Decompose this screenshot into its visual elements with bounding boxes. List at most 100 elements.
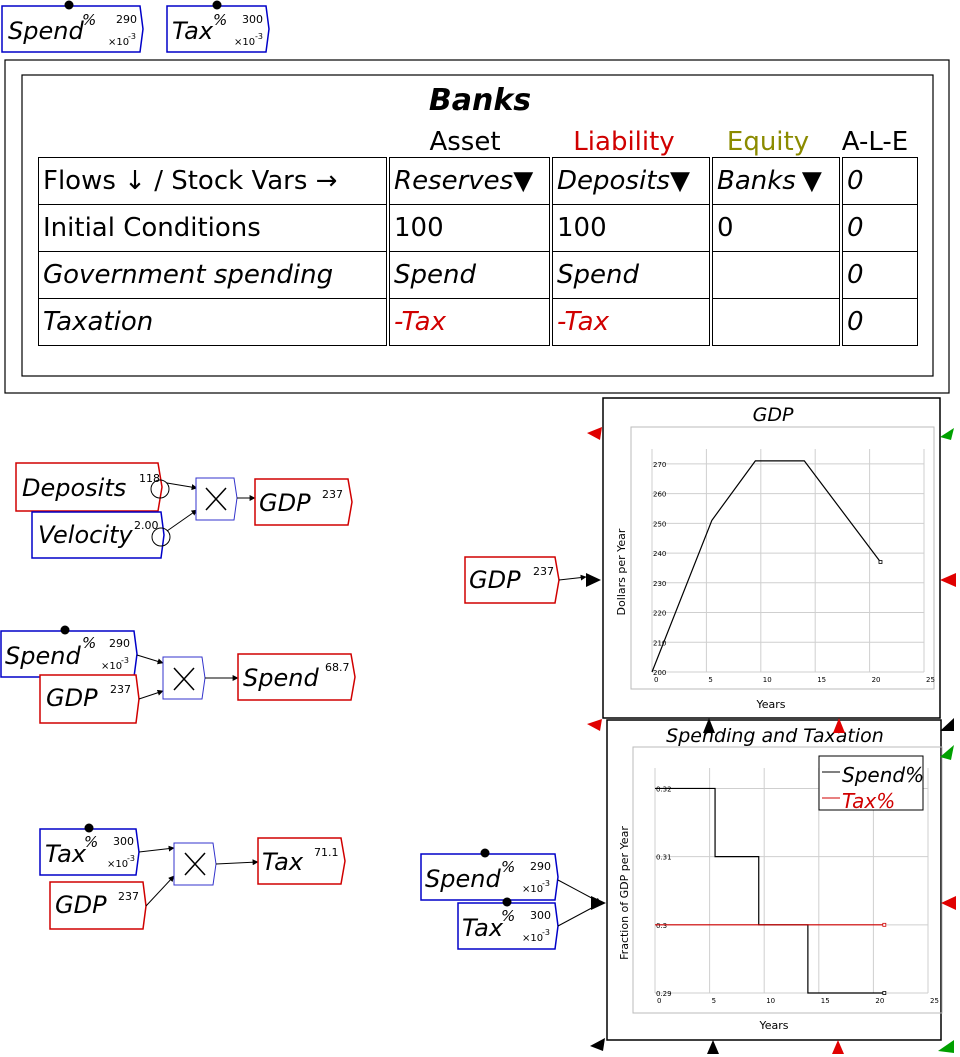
tax-result-value: 71.1 bbox=[314, 846, 339, 859]
y-tick-label: 0.3 bbox=[656, 922, 667, 930]
tax-pct-sup: % bbox=[84, 833, 98, 851]
tax-pct-var[interactable] bbox=[39, 828, 140, 876]
deposits-var[interactable] bbox=[15, 462, 163, 512]
godley-col-deposits-label: Deposits bbox=[557, 166, 670, 196]
godley-col-banks-label: Banks bbox=[717, 166, 796, 196]
spend-result-var[interactable] bbox=[237, 653, 356, 701]
top-spend-sup: % bbox=[82, 11, 96, 29]
godley-row: Government spending Spend Spend 0 bbox=[38, 251, 918, 299]
godley-col-banks[interactable]: Banks▼ bbox=[710, 157, 843, 205]
godley-cell[interactable] bbox=[710, 298, 843, 346]
godley-cell[interactable]: 0 bbox=[710, 204, 843, 252]
godley-cell[interactable] bbox=[710, 251, 843, 299]
godley-row: Initial Conditions 100 100 0 0 bbox=[38, 204, 918, 252]
y-tick-label: 260 bbox=[653, 491, 666, 499]
x-tick-label: 15 bbox=[821, 997, 830, 1005]
plot-port-markers bbox=[586, 427, 956, 1054]
tax-gdp-var[interactable] bbox=[49, 881, 147, 930]
godley-cell: 0 bbox=[840, 251, 918, 299]
x-tick-label: 15 bbox=[817, 676, 826, 684]
godley-cell[interactable]: -Tax bbox=[550, 298, 713, 346]
top-tax-name: Tax bbox=[172, 17, 214, 45]
y-tick-label: 240 bbox=[653, 550, 666, 558]
x-tick-label: 5 bbox=[712, 997, 716, 1005]
x-tick-label: 0 bbox=[654, 676, 658, 684]
tax-result-var[interactable] bbox=[257, 837, 346, 885]
spending-plot-series bbox=[655, 787, 887, 995]
godley-cell[interactable]: 100 bbox=[550, 204, 713, 252]
series-line bbox=[651, 460, 881, 673]
spend-gdp-name: GDP bbox=[46, 684, 98, 712]
plot2-inputs[interactable]: Spend % 290 ×10 -3 Tax % 300 ×10 -3 bbox=[420, 848, 602, 950]
godley-cell[interactable]: -Tax bbox=[387, 298, 553, 346]
series-endpoint bbox=[882, 991, 887, 995]
gdp-plot-ylabel: Dollars per Year bbox=[615, 528, 628, 615]
godley-header-row: Flows ↓ / Stock Vars → Reserves▼ Deposit… bbox=[38, 157, 918, 205]
top-tax-sup: % bbox=[213, 11, 227, 29]
y-tick-label: 0.29 bbox=[656, 990, 672, 998]
gdp-result-var[interactable] bbox=[254, 478, 353, 526]
godley-cell[interactable]: Spend bbox=[387, 251, 553, 299]
godley-row-label[interactable]: Initial Conditions bbox=[38, 204, 390, 252]
top-spend-exp: -3 bbox=[128, 32, 136, 41]
gdp-plot-xlabel: Years bbox=[755, 698, 785, 711]
y-tick-label: 0.31 bbox=[656, 854, 672, 862]
godley-row-label[interactable]: Taxation bbox=[38, 298, 390, 346]
godley-col-deposits[interactable]: Deposits▼ bbox=[550, 157, 713, 205]
spend-pct-name: Spend bbox=[5, 642, 81, 670]
dropdown-triangle-icon[interactable]: ▼ bbox=[513, 166, 534, 196]
godley-table[interactable]: Flows ↓ / Stock Vars → Reserves▼ Deposit… bbox=[38, 157, 918, 346]
plot2-tax-sup: % bbox=[501, 907, 515, 925]
plot2-spend-sup: % bbox=[501, 858, 515, 876]
tax-gdp-name: GDP bbox=[55, 891, 107, 919]
plot2-tax-value: 300 bbox=[530, 909, 551, 922]
plot2-tax-pct-var[interactable] bbox=[457, 902, 559, 950]
godley-col-reserves-label: Reserves bbox=[394, 166, 514, 196]
godley-row-label[interactable]: Government spending bbox=[38, 251, 390, 299]
gdp-plot-input[interactable]: GDP 237 bbox=[464, 556, 587, 604]
godley-cell[interactable]: 100 bbox=[387, 204, 553, 252]
dropdown-triangle-icon[interactable]: ▼ bbox=[669, 166, 690, 196]
spend-gdp-var[interactable] bbox=[39, 674, 140, 724]
plot2-spend-pct-var[interactable] bbox=[420, 853, 559, 901]
tax-pct-value: 300 bbox=[113, 835, 134, 848]
series-line bbox=[655, 787, 885, 994]
spending-plot-legend: Spend% Tax% bbox=[818, 755, 924, 813]
godley-col-reserves[interactable]: Reserves▼ bbox=[387, 157, 553, 205]
spending-plot-title: Spending and Taxation bbox=[666, 725, 884, 747]
spend-pct-value: 290 bbox=[109, 637, 130, 650]
tax-pct-scale: ×10 bbox=[107, 859, 128, 870]
gdp-plot-title: GDP bbox=[753, 404, 794, 426]
gdp-plot-grid bbox=[651, 449, 925, 673]
godley-group-asset: Asset bbox=[429, 127, 500, 157]
dropdown-triangle-icon[interactable]: ▼ bbox=[801, 166, 822, 196]
gdp-calculation[interactable]: Deposits 118 Velocity 2.00 GDP 237 bbox=[15, 462, 353, 559]
spending-plot-xlabel: Years bbox=[758, 1019, 788, 1032]
plot2-tax-scale: ×10 bbox=[522, 933, 543, 944]
godley-row: Taxation -Tax -Tax 0 bbox=[38, 298, 918, 346]
y-tick-label: 230 bbox=[653, 580, 666, 588]
x-tick-label: 25 bbox=[926, 676, 935, 684]
tax-calculation[interactable]: Tax % 300 ×10 -3 GDP 237 Tax 71.1 bbox=[39, 823, 346, 930]
tax-pct-exp: -3 bbox=[127, 854, 135, 863]
x-tick-label: 5 bbox=[708, 676, 712, 684]
top-spend-scale: ×10 bbox=[108, 37, 129, 48]
top-tax-value: 300 bbox=[242, 13, 263, 26]
godley-col-ale: 0 bbox=[840, 157, 918, 205]
spend-pct-sup: % bbox=[82, 634, 96, 652]
top-tax-var[interactable]: Tax % 300 ×10 -3 bbox=[166, 0, 270, 53]
x-tick-label: 20 bbox=[872, 676, 881, 684]
spend-calculation[interactable]: Spend % 290 ×10 -3 GDP 237 Spend 68.7 bbox=[0, 625, 356, 724]
x-tick-label: 0 bbox=[657, 997, 661, 1005]
y-tick-label: 210 bbox=[653, 639, 666, 647]
top-spend-var[interactable]: Spend % 290 ×10 -3 bbox=[1, 0, 144, 53]
spend-pct-var[interactable] bbox=[0, 630, 138, 678]
godley-group-equity: Equity bbox=[727, 127, 809, 157]
velocity-name: Velocity bbox=[38, 521, 133, 549]
velocity-var[interactable] bbox=[31, 511, 165, 559]
godley-cell[interactable]: Spend bbox=[550, 251, 713, 299]
gdp-result-value: 237 bbox=[322, 488, 343, 501]
x-tick-label: 25 bbox=[930, 997, 939, 1005]
